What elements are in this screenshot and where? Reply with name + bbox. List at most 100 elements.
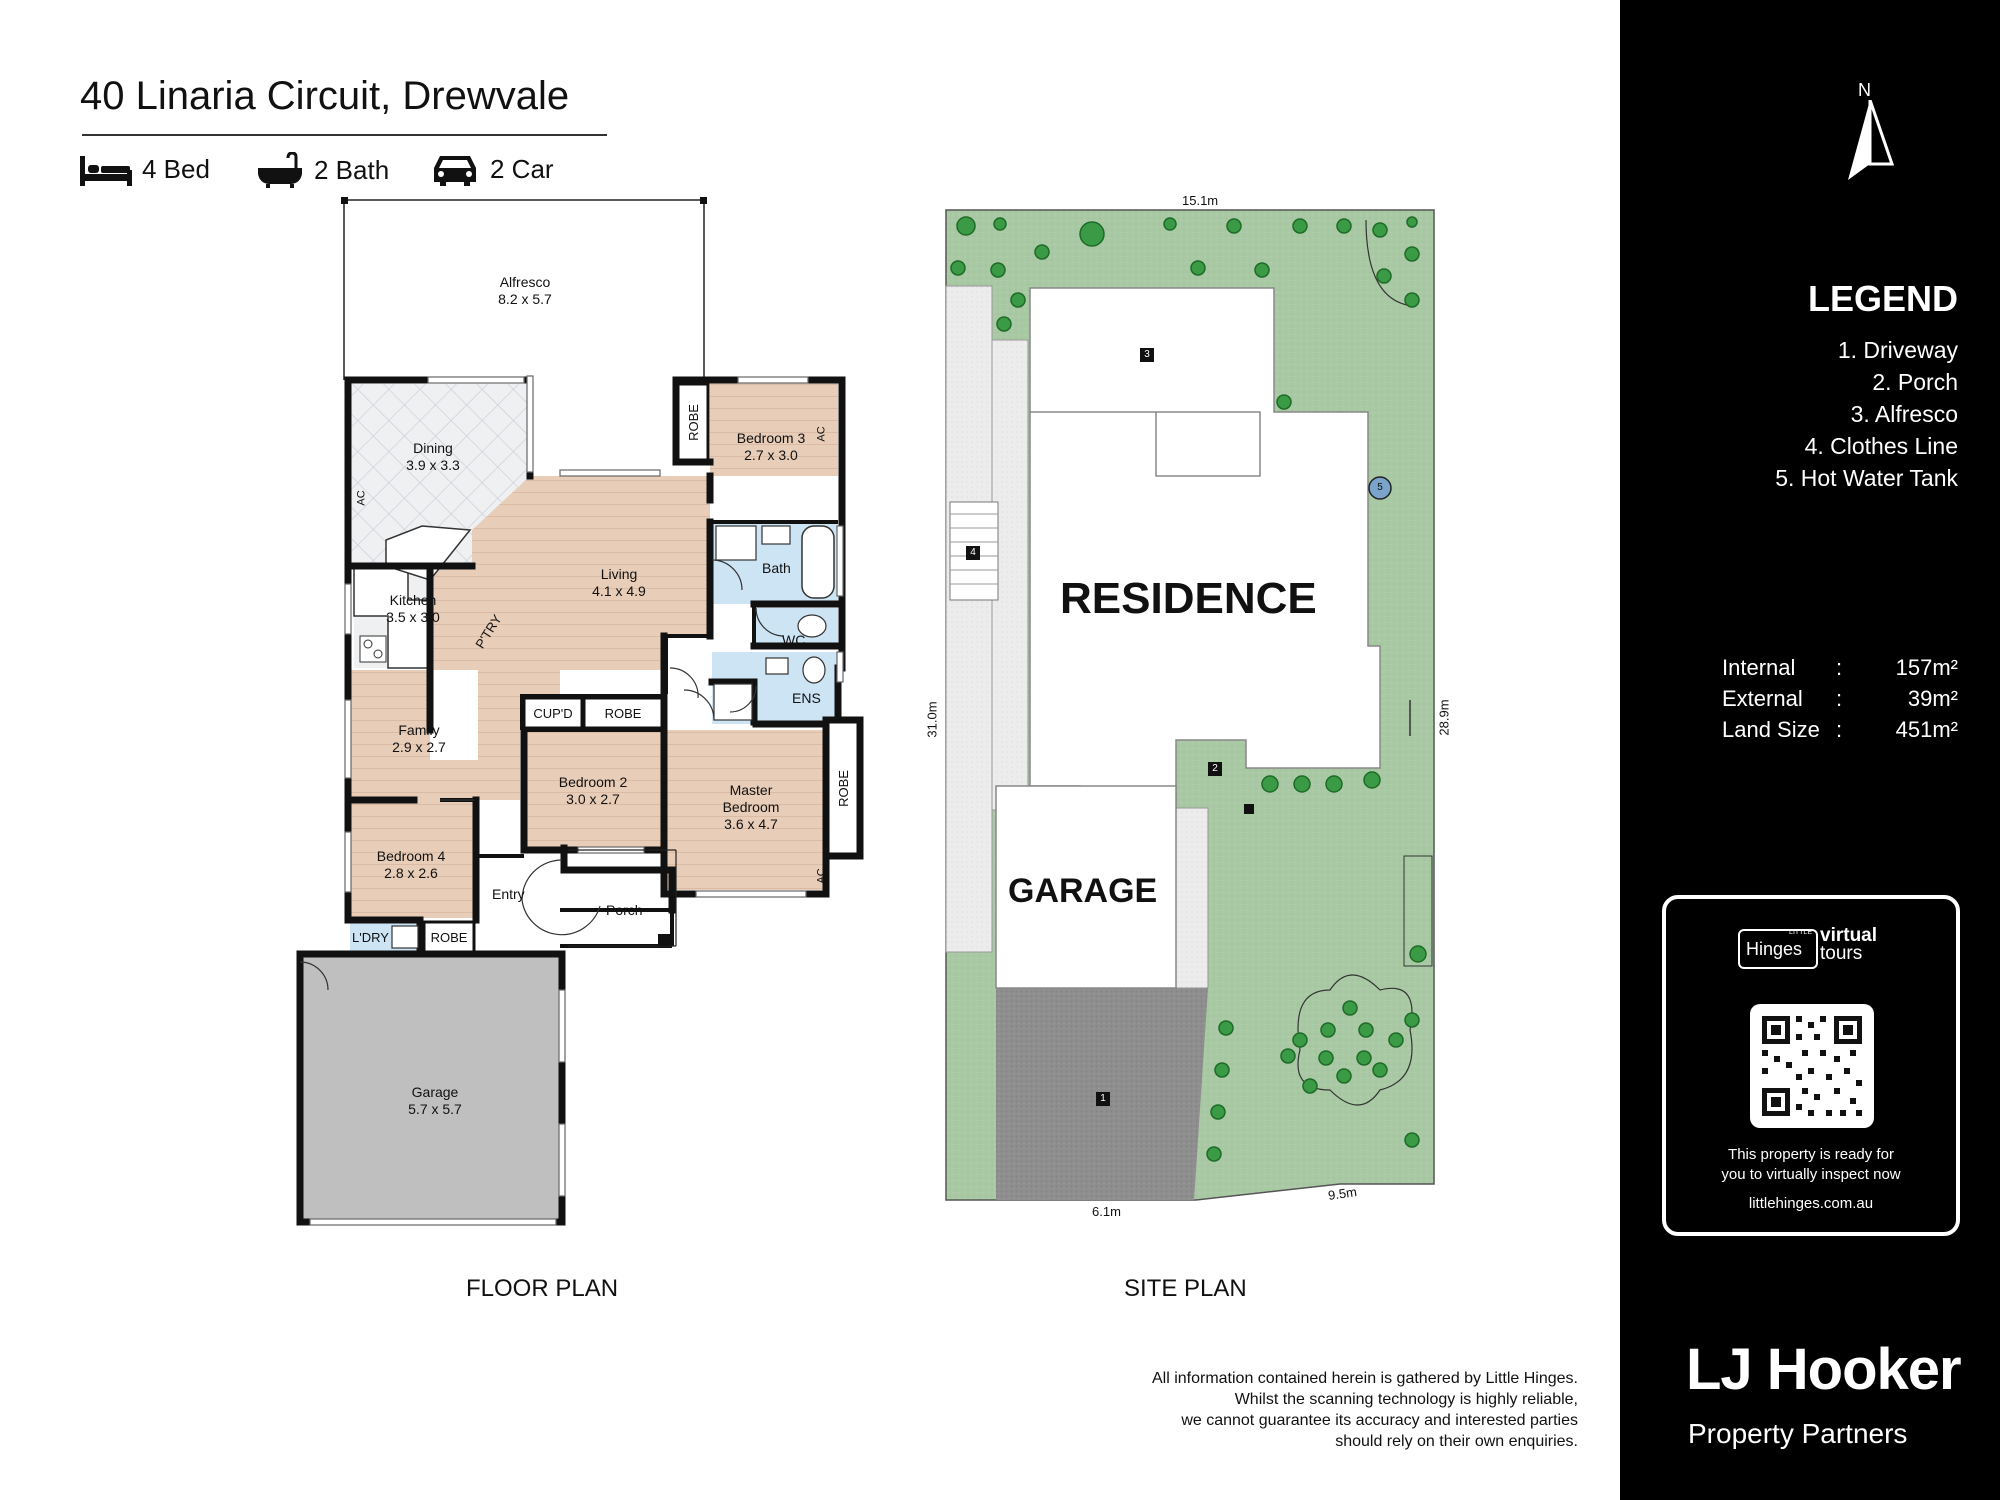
legend-list: 1. Driveway 2. Porch 3. Alfresco 4. Clot… xyxy=(1775,334,1958,494)
logo-tagline: virtual tours xyxy=(1820,926,1877,964)
agency-logo: LJ Hooker xyxy=(1686,1337,1962,1402)
site-plan xyxy=(945,209,1435,1201)
area-labels: Internal External Land Size xyxy=(1722,652,1820,745)
garage-footprint xyxy=(995,785,1177,989)
laundry-label: L'DRY xyxy=(352,930,389,945)
area-value: 39m² xyxy=(1907,686,1958,711)
floor-plan xyxy=(296,197,864,1226)
porch-label: Porch xyxy=(606,902,643,918)
wc-label: WC xyxy=(782,632,806,648)
room-name: Living xyxy=(600,566,638,582)
marker-alfresco: 3 xyxy=(1144,349,1150,360)
dim-left: 31.0m xyxy=(924,701,940,738)
feature-bed-label: 4 Bed xyxy=(142,153,210,184)
legend-item: 3. Alfresco xyxy=(1850,401,1958,427)
room-name: Family xyxy=(398,722,440,738)
entry-label: Entry xyxy=(492,886,525,902)
bedroom3-floor xyxy=(710,380,838,476)
room-size: 8.2 x 5.7 xyxy=(498,291,552,307)
page-title: 40 Linaria Circuit, Drewvale xyxy=(80,74,570,118)
room-name: Kitchen xyxy=(389,592,437,608)
north-arrow-icon xyxy=(1848,100,1895,180)
master-floor xyxy=(662,730,826,890)
room-name: Bedroom 3 xyxy=(736,430,806,446)
room-size: 4.1 x 4.9 xyxy=(592,583,646,599)
room-name: Bedroom 4 xyxy=(376,848,446,864)
marker-hot-water: 5 xyxy=(1377,482,1383,493)
robe-label-master: ROBE xyxy=(828,722,858,854)
agency-sub: Property Partners xyxy=(1688,1418,1908,1449)
car-icon xyxy=(434,156,476,186)
area-label: Land Size xyxy=(1722,717,1820,742)
room-name: Alfresco xyxy=(499,274,551,290)
north-label: N xyxy=(1858,80,1871,100)
room-size: 5.7 x 5.7 xyxy=(408,1101,462,1117)
tour-line: you to virtually inspect now xyxy=(1721,1166,1901,1183)
room-name: Garage xyxy=(411,1084,459,1100)
cupboard-label: CUP'D xyxy=(533,705,573,721)
room-size: 3.9 x 3.3 xyxy=(406,457,460,473)
feature-bath: 2 Bath xyxy=(256,152,389,188)
room-size: 3.5 x 3.0 xyxy=(386,609,440,625)
disclaimer-line: we cannot guarantee its accuracy and int… xyxy=(1181,1412,1578,1429)
room-label-bedroom3: Bedroom 3 2.7 x 3.0 xyxy=(716,430,826,464)
room-label-bedroom2: Bedroom 2 3.0 x 2.7 xyxy=(538,774,648,808)
feature-car-label: 2 Car xyxy=(490,153,554,184)
room-name-line2: Bedroom xyxy=(722,799,780,815)
site-markers xyxy=(966,348,1254,1106)
qr-pattern xyxy=(1762,1016,1862,1116)
room-label-bedroom4: Bedroom 4 2.8 x 2.6 xyxy=(356,848,466,882)
dim-right: 28.9m xyxy=(1436,699,1452,736)
room-label-master: Master Bedroom 3.6 x 4.7 xyxy=(696,782,806,833)
disclaimer-line: should rely on their own enquiries. xyxy=(1335,1433,1578,1450)
living-floor xyxy=(430,476,710,760)
room-label-living: Living 4.1 x 4.9 xyxy=(564,566,674,600)
feature-bed: 4 Bed xyxy=(80,152,210,186)
area-separators: : : : xyxy=(1836,652,1842,745)
dim-top: 15.1m xyxy=(1182,193,1219,208)
room-label-kitchen: Kitchen 3.5 x 3.0 xyxy=(358,592,468,626)
logo-tours-text: tours xyxy=(1820,943,1863,964)
tour-url[interactable]: littlehinges.com.au xyxy=(1748,1195,1874,1212)
site-plan-caption: SITE PLAN xyxy=(1124,1275,1247,1302)
garage-site-label: GARAGE xyxy=(1008,872,1158,910)
area-sep: : xyxy=(1836,686,1843,711)
tour-text: This property is ready for you to virtua… xyxy=(1666,1145,1956,1185)
area-label: External xyxy=(1722,686,1803,711)
bath-icon xyxy=(258,152,302,188)
tour-line: This property is ready for xyxy=(1728,1146,1894,1163)
marker-driveway: 1 xyxy=(1100,1093,1106,1104)
area-sep: : xyxy=(1836,717,1843,742)
virtual-tour-card[interactable]: LITTLE Hinges virtual tours xyxy=(1662,895,1960,1236)
robe-text: ROBE xyxy=(685,403,701,441)
area-value: 157m² xyxy=(1895,655,1958,680)
area-sep: : xyxy=(1836,655,1843,680)
ac-label: AC xyxy=(815,426,828,442)
site-trees xyxy=(950,216,1427,1162)
logo-brand-text: Hinges xyxy=(1746,939,1803,959)
ac-label: AC xyxy=(815,868,828,884)
plans-canvas xyxy=(296,197,1435,1226)
robe-label-bedroom3: ROBE xyxy=(678,384,708,460)
hinges-logo-icon: LITTLE Hinges xyxy=(1738,929,1818,969)
bed-icon xyxy=(80,156,132,186)
room-size: 3.6 x 4.7 xyxy=(724,816,778,832)
legend-item: 1. Driveway xyxy=(1837,337,1958,363)
area-values: 157m² 39m² 451m² xyxy=(1896,652,1958,745)
legend-item: 5. Hot Water Tank xyxy=(1775,465,1958,491)
area-value: 451m² xyxy=(1895,717,1958,742)
feature-car: 2 Car xyxy=(430,152,554,186)
bath-label: Bath xyxy=(762,560,791,576)
disclaimer: All information contained herein is gath… xyxy=(1000,1368,1578,1452)
dim-bottom-left: 6.1m xyxy=(1092,1204,1121,1219)
ensuite-label: ENS xyxy=(792,690,821,706)
room-size: 2.8 x 2.6 xyxy=(384,865,438,881)
dining-kitchen-floor xyxy=(348,384,530,566)
garage-floor xyxy=(300,956,562,1222)
room-label-dining: Dining 3.9 x 3.3 xyxy=(378,440,488,474)
disclaimer-line: All information contained herein is gath… xyxy=(1151,1370,1578,1387)
room-size: 2.7 x 3.0 xyxy=(744,447,798,463)
qr-code-icon[interactable] xyxy=(1750,1004,1874,1128)
family-floor xyxy=(348,670,520,800)
porch-area xyxy=(568,849,677,947)
